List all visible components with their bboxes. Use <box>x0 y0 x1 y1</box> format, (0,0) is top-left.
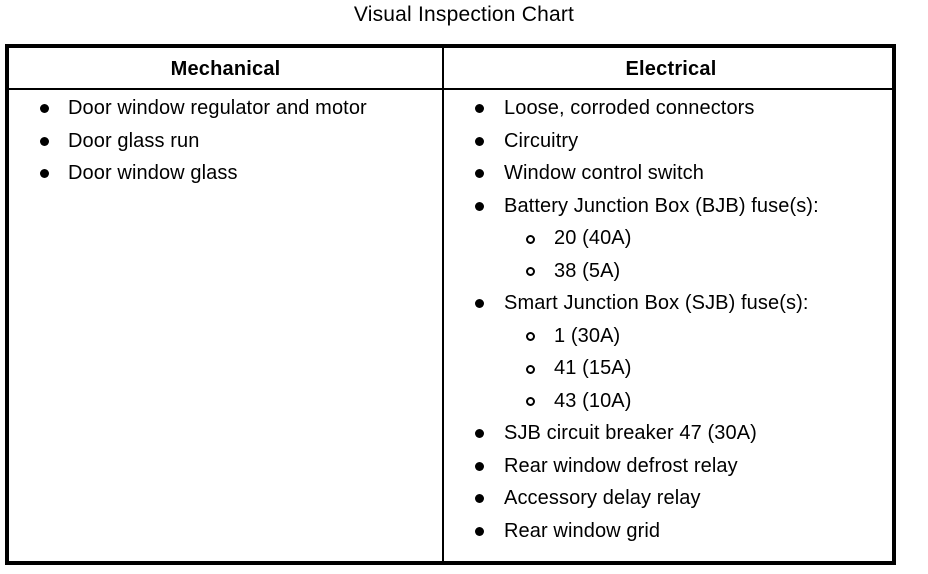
hollow-bullet-icon <box>526 234 535 244</box>
solid-bullet-icon <box>475 299 484 308</box>
list-item-label: Window control switch <box>504 162 704 184</box>
list-item-label: 1 (30A) <box>554 324 621 347</box>
hollow-bullet-icon <box>526 267 535 276</box>
solid-bullet-icon <box>40 169 49 178</box>
list-item-label: Battery Junction Box (BJB) fuse(s): <box>504 194 819 217</box>
list-item: 43 (10A) <box>444 385 898 418</box>
inspection-table: Mechanical Electrical Door window regula… <box>5 44 896 565</box>
page-title: Visual Inspection Chart <box>353 3 575 26</box>
list-item-label: Rear window defrost relay <box>504 454 738 477</box>
solid-bullet-icon <box>475 461 484 471</box>
list-item: Door window glass <box>9 157 442 190</box>
list-item: Accessory delay relay <box>444 482 898 515</box>
solid-bullet-icon <box>475 429 484 438</box>
solid-bullet-icon <box>475 169 484 178</box>
list-item: Circuitry <box>444 125 898 158</box>
column-divider <box>442 48 444 561</box>
list-item: Battery Junction Box (BJB) fuse(s): <box>444 190 898 223</box>
list-item-label: Loose, corroded connectors <box>504 97 755 119</box>
list-item: Door window regulator and motor <box>9 92 442 125</box>
hollow-bullet-icon <box>526 397 535 406</box>
solid-bullet-icon <box>475 201 484 211</box>
list-item: 41 (15A) <box>444 352 898 385</box>
hollow-bullet-icon <box>526 364 535 374</box>
list-item-label: Circuitry <box>504 129 579 152</box>
solid-bullet-icon <box>475 136 484 146</box>
list-item-label: Smart Junction Box (SJB) fuse(s): <box>504 292 809 314</box>
solid-bullet-icon <box>40 104 49 113</box>
list-item: Loose, corroded connectors <box>444 92 898 125</box>
solid-bullet-icon <box>40 136 49 146</box>
list-item: Rear window grid <box>444 515 898 548</box>
list-item-label: Accessory delay relay <box>504 487 701 509</box>
list-item-label: Door window regulator and motor <box>68 97 367 119</box>
list-item-label: 41 (15A) <box>554 357 632 379</box>
list-item-label: 43 (10A) <box>554 389 632 412</box>
list-item-label: Door window glass <box>68 162 238 184</box>
list-item: 20 (40A) <box>444 222 898 255</box>
list-item-label: Rear window grid <box>504 519 661 542</box>
solid-bullet-icon <box>475 494 484 503</box>
list-item: Window control switch <box>444 157 898 190</box>
solid-bullet-icon <box>475 526 484 536</box>
column-header-electrical: Electrical <box>625 57 717 80</box>
list-item: Door glass run <box>9 125 442 158</box>
table-header-row: Mechanical Electrical <box>9 48 892 90</box>
list-item-label: SJB circuit breaker 47 (30A) <box>504 422 757 444</box>
list-item-label: 38 (5A) <box>554 259 621 282</box>
list-item-label: 20 (40A) <box>554 227 632 249</box>
hollow-bullet-icon <box>526 332 535 341</box>
list-item: 38 (5A) <box>444 255 898 288</box>
list-item: SJB circuit breaker 47 (30A) <box>444 417 898 450</box>
list-item: 1 (30A) <box>444 320 898 353</box>
list-item: Rear window defrost relay <box>444 450 898 483</box>
list-item: Smart Junction Box (SJB) fuse(s): <box>444 287 898 320</box>
column-header-mechanical: Mechanical <box>170 57 281 80</box>
solid-bullet-icon <box>475 104 484 113</box>
list-item-label: Door glass run <box>68 129 200 152</box>
